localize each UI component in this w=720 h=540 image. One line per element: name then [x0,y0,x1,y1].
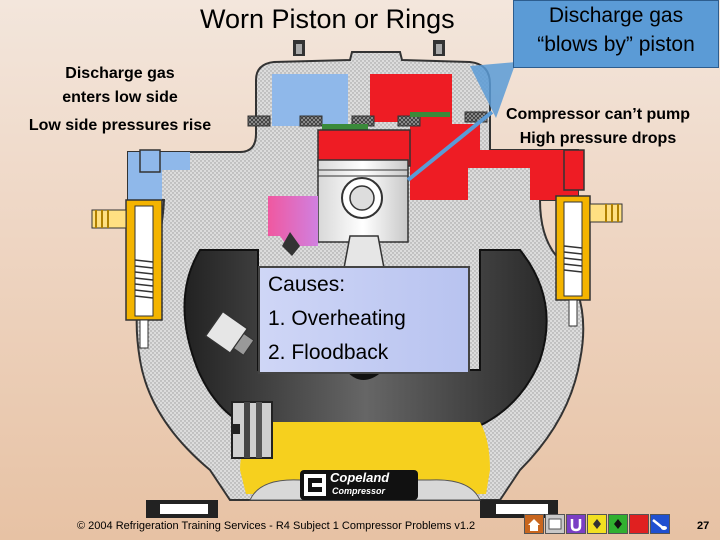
right-note-1: Compressor can’t pump [505,106,691,123]
callout-line-2: “blows by” piston [537,33,695,56]
back-icon[interactable] [545,514,565,534]
causes-box: Causes: 1. Overheating 2. Floodback [258,266,470,374]
page-number: 27 [697,520,710,532]
causes-heading: Causes: [268,273,346,296]
right-service-valve [555,195,623,327]
return-icon[interactable] [566,514,586,534]
exit-icon[interactable] [650,514,670,534]
home-icon[interactable] [524,514,544,534]
right-note-2: High pressure drops [519,130,677,147]
left-note-2: enters low side [62,89,178,106]
left-note-3: Low side pressures rise [28,117,212,134]
diamond-green-icon[interactable] [608,514,628,534]
page-title: Worn Piston or Rings [200,4,455,34]
brand-name: Copeland [330,470,390,485]
left-service-valve [91,199,163,349]
footer-copyright: © 2004 Refrigeration Training Services -… [77,520,476,532]
diamond-yellow-icon[interactable] [587,514,607,534]
stop-icon[interactable] [629,514,649,534]
cause-item: 1. Overheating [268,307,406,330]
left-note-1: Discharge gas [65,65,175,82]
brand-subtitle: Compressor [332,486,386,496]
blow-by-callout: Discharge gas “blows by” piston [513,0,719,68]
callout-line-1: Discharge gas [548,4,684,27]
cause-item: 2. Floodback [268,341,389,364]
